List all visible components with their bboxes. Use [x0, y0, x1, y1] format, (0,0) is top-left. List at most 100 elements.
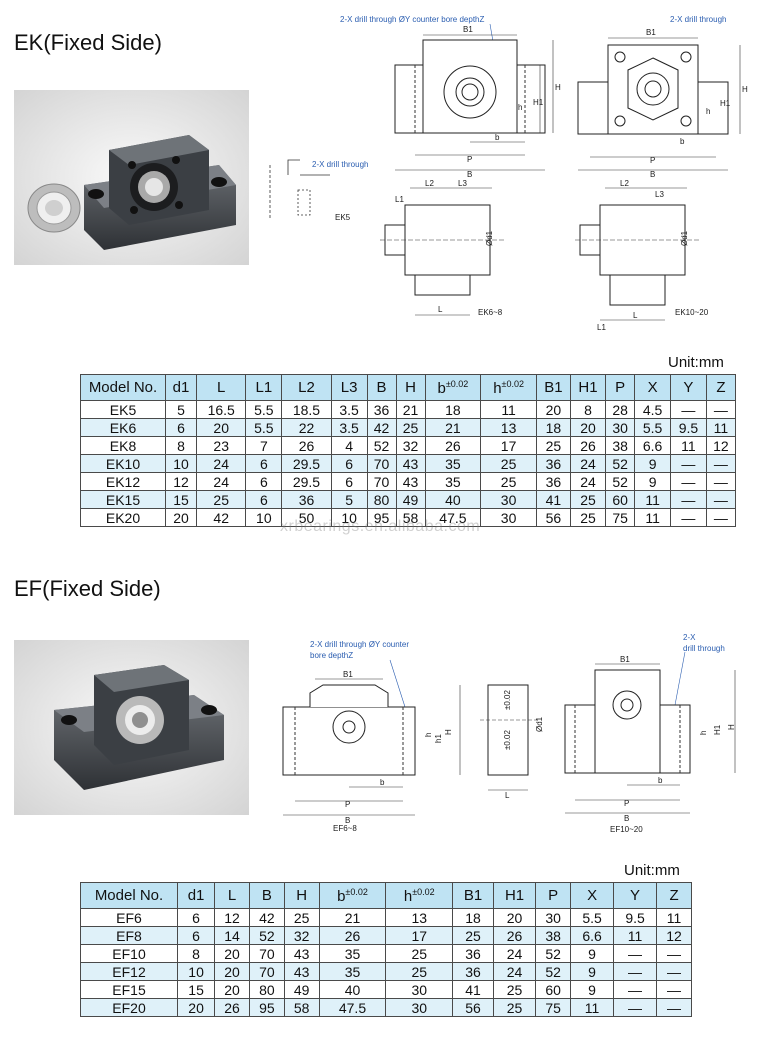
ek10-dim-b1: B1: [646, 28, 656, 37]
value-cell: 40: [424, 490, 482, 509]
ef-side-dim-l: L: [505, 791, 510, 800]
value-cell: 52: [605, 472, 636, 491]
value-cell: 52: [535, 962, 572, 981]
value-cell: 35: [318, 944, 387, 963]
ek-dim-b1: B1: [463, 25, 473, 34]
value-cell: 25: [535, 436, 571, 455]
value-cell: 36: [452, 944, 494, 963]
ef-header-l-2: L: [214, 882, 250, 909]
value-cell: 20: [176, 998, 216, 1017]
model-cell: EK20: [80, 508, 166, 527]
value-cell: 10: [245, 508, 283, 527]
ef10-dim-h1: H1: [713, 724, 722, 735]
ek10-dim-p: P: [650, 156, 655, 165]
ef-drill-note-2: drill through: [683, 644, 725, 653]
value-cell: 36: [535, 454, 571, 473]
value-cell: 7: [245, 436, 283, 455]
value-cell: 5.5: [245, 400, 283, 419]
ek10-dim-d1: Ød1: [680, 230, 689, 246]
ef6-dim-h-lower: h: [424, 733, 433, 737]
value-cell: 21: [395, 400, 426, 419]
value-cell: 6.6: [570, 926, 615, 945]
value-cell: 75: [535, 998, 572, 1017]
ek6-dim-d1: Ød1: [485, 230, 494, 246]
model-cell: EK15: [80, 490, 166, 509]
value-cell: 43: [283, 962, 320, 981]
value-cell: 35: [318, 962, 387, 981]
value-cell: 5.5: [634, 418, 672, 437]
value-cell: —: [656, 962, 692, 981]
ef-section-title: EF(Fixed Side): [14, 576, 161, 601]
ef6-dim-h1: h1: [434, 734, 443, 743]
value-cell: 28: [605, 400, 636, 419]
ef-header-b1-7: B1: [452, 882, 494, 909]
value-cell: 12: [705, 436, 737, 455]
ek5-caption: EK5: [335, 213, 351, 222]
value-cell: 15: [176, 980, 216, 999]
ek6-dim-l1: L1: [395, 195, 404, 204]
ef10-dim-b: B: [624, 814, 629, 823]
value-cell: 18: [535, 418, 571, 437]
ef-side-dim-d1: Ød1: [535, 716, 544, 732]
value-cell: 25: [195, 490, 247, 509]
ek-header-h1-11: H1: [569, 374, 607, 401]
value-cell: 20: [569, 418, 607, 437]
value-cell: 56: [535, 508, 571, 527]
ef10-dim-h: H: [727, 724, 736, 730]
value-cell: 6.6: [634, 436, 672, 455]
ef10-dim-p: P: [624, 799, 629, 808]
value-cell: 38: [605, 436, 636, 455]
ek10-dim-h-lower: h: [706, 107, 710, 116]
ek5-drawing: 2-X drill through EK5: [269, 159, 368, 222]
ek6-8-caption: EK6~8: [478, 308, 503, 317]
value-cell: 25: [492, 980, 537, 999]
value-cell: 6: [330, 454, 368, 473]
value-cell: 25: [569, 508, 607, 527]
model-cell: EF8: [80, 926, 178, 945]
ef6-dim-p: P: [345, 800, 350, 809]
ef6-dim-b: B: [345, 816, 350, 825]
ek-header-y-14: Y: [670, 374, 707, 401]
ek-header-model: Model No.: [80, 374, 166, 401]
value-cell: 23: [195, 436, 247, 455]
value-cell: 4.5: [634, 400, 672, 419]
value-cell: 35: [424, 472, 482, 491]
value-cell: 5.5: [570, 908, 615, 927]
ef-header-b-3: B: [248, 882, 285, 909]
value-cell: 9.5: [670, 418, 707, 437]
ek10-dim-h1: H1: [720, 99, 731, 108]
ef10-20-front-drawing: 2-X drill through B1 B P b H H1 h EF10~2…: [564, 633, 736, 834]
ek-header-z-15: Z: [705, 374, 737, 401]
value-cell: 5.5: [245, 418, 283, 437]
ek10-dim-b: B: [650, 170, 655, 179]
ek-header-d1-1: d1: [165, 374, 197, 401]
value-cell: 40: [318, 980, 387, 999]
value-cell: 26: [318, 926, 387, 945]
value-cell: 6: [165, 418, 197, 437]
ef-header-b-5: b±0.02: [318, 882, 387, 909]
model-cell: EK12: [80, 472, 166, 491]
value-cell: 25: [385, 944, 454, 963]
ek-dim-b: B: [467, 170, 472, 179]
ek5-drill-note: 2-X drill through: [312, 160, 368, 169]
model-cell: EF12: [80, 962, 178, 981]
ek-unit-label: Unit:mm: [668, 354, 724, 371]
value-cell: 20: [214, 980, 250, 999]
value-cell: 25: [385, 962, 454, 981]
ek-header-h-7: H: [395, 374, 426, 401]
value-cell: 58: [395, 508, 426, 527]
value-cell: 29.5: [281, 472, 332, 491]
value-cell: 5: [165, 400, 197, 419]
value-cell: 41: [452, 980, 494, 999]
value-cell: 43: [395, 454, 426, 473]
value-cell: 47.5: [318, 998, 387, 1017]
ek6-8-front-drawing: 2-X drill through ØY counter bore depthZ…: [340, 15, 561, 179]
ek6-dim-l: L: [438, 305, 443, 314]
ef-side-tol-2: ±0.02: [503, 729, 512, 750]
